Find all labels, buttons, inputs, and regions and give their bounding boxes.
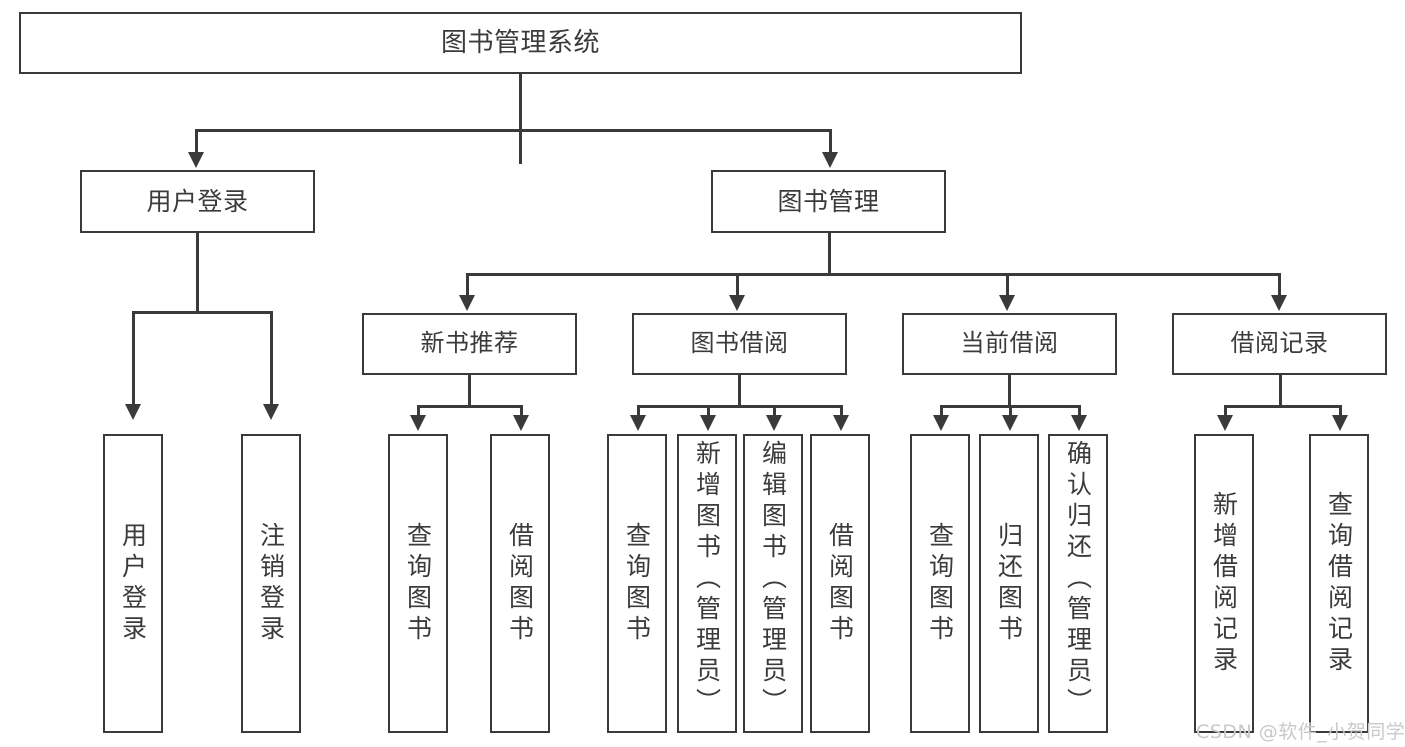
connector-new-book-leaf2 <box>520 405 523 419</box>
connector-currentborrow-leaf1 <box>940 405 943 419</box>
node-borrow-record[interactable]: 借阅记录 <box>1172 313 1387 375</box>
arrowhead-borrowrecord-leaf1 <box>1217 415 1233 431</box>
leaf-newbook-borrow-book[interactable]: 借阅图书 <box>490 434 550 733</box>
arrowhead-bookborrow-leaf1 <box>630 415 646 431</box>
node-label: 图书借阅 <box>690 329 789 358</box>
arrowhead-book-borrow <box>729 295 745 311</box>
connector-bookborrow-leaf1 <box>637 405 640 419</box>
connector-bookborrow-leaf2 <box>707 405 710 419</box>
arrowhead-newbook-leaf1 <box>410 415 426 431</box>
arrowhead-bookborrow-leaf4 <box>833 415 849 431</box>
arrowhead-new-book <box>459 295 475 311</box>
connector-user-login-leaf2 <box>270 311 273 407</box>
leaf-bookborrow-add-book-admin[interactable]: 新增图书（管理员） <box>677 434 737 733</box>
leaf-logout[interactable]: 注销登录 <box>241 434 301 733</box>
connector-borrow-record-stem <box>1279 375 1282 407</box>
node-label: 注销登录 <box>256 521 286 646</box>
node-current-borrow[interactable]: 当前借阅 <box>902 313 1117 375</box>
node-label: 查询图书 <box>622 521 652 646</box>
node-label: 当前借阅 <box>960 329 1059 358</box>
node-label: 用户登录 <box>118 521 148 646</box>
node-label: 新增图书（管理员） <box>692 440 722 719</box>
arrowhead-borrowrecord-leaf2 <box>1332 415 1348 431</box>
connector-user-login-leaf1 <box>132 311 135 407</box>
arrowhead-leaf-user-login <box>125 404 141 420</box>
arrowhead-leaf-logout <box>263 404 279 420</box>
node-label: 查询图书 <box>403 521 433 646</box>
leaf-borrowrecord-add-record[interactable]: 新增借阅记录 <box>1194 434 1254 733</box>
connector-to-book-borrow <box>736 273 739 298</box>
connector-root-stem <box>519 74 522 164</box>
node-label: 归还图书 <box>994 521 1024 646</box>
csdn-watermark: CSDN @软件_小贺同学 <box>1196 721 1405 743</box>
node-label: 用户登录 <box>146 187 249 216</box>
leaf-bookborrow-query-book[interactable]: 查询图书 <box>607 434 667 733</box>
leaf-currentborrow-confirm-return-admin[interactable]: 确认归还（管理员） <box>1048 434 1108 733</box>
connector-bookborrow-leaf4 <box>840 405 843 419</box>
node-book-management[interactable]: 图书管理 <box>711 170 946 233</box>
connector-currentborrow-leaf2 <box>1009 405 1012 419</box>
connector-to-current-borrow <box>1006 273 1009 298</box>
connector-to-new-book <box>466 273 469 298</box>
connector-user-login-stem <box>196 233 199 313</box>
connector-user-login-bus <box>132 311 272 314</box>
node-label: 图书管理系统 <box>440 27 600 58</box>
connector-borrow-record-bus <box>1224 405 1341 408</box>
leaf-currentborrow-query-book[interactable]: 查询图书 <box>910 434 970 733</box>
node-label: 编辑图书（管理员） <box>758 440 788 719</box>
leaf-bookborrow-borrow-book[interactable]: 借阅图书 <box>810 434 870 733</box>
node-label: 借阅记录 <box>1230 329 1329 358</box>
connector-to-borrow-record <box>1278 273 1281 298</box>
connector-new-book-stem <box>468 375 471 407</box>
arrowhead-currentborrow-leaf1 <box>933 415 949 431</box>
leaf-borrowrecord-query-record[interactable]: 查询借阅记录 <box>1309 434 1369 733</box>
connector-book-borrow-bus <box>637 405 842 408</box>
node-root-book-management-system[interactable]: 图书管理系统 <box>19 12 1022 74</box>
node-label: 图书管理 <box>777 187 880 216</box>
node-book-borrow[interactable]: 图书借阅 <box>632 313 847 375</box>
node-label: 新增借阅记录 <box>1209 490 1239 677</box>
connector-book-borrow-stem <box>738 375 741 407</box>
leaf-bookborrow-edit-book-admin[interactable]: 编辑图书（管理员） <box>743 434 803 733</box>
arrowhead-bookborrow-leaf2 <box>700 415 716 431</box>
connector-root-to-user-login <box>195 129 198 157</box>
connector-book-manage-stem <box>828 233 831 275</box>
arrowhead-current-borrow <box>999 295 1015 311</box>
node-new-book-recommend[interactable]: 新书推荐 <box>362 313 577 375</box>
connector-book-manage-bus <box>466 273 1280 276</box>
node-label: 确认归还（管理员） <box>1063 440 1093 719</box>
leaf-user-login[interactable]: 用户登录 <box>103 434 163 733</box>
node-label: 借阅图书 <box>825 521 855 646</box>
leaf-currentborrow-return-book[interactable]: 归还图书 <box>979 434 1039 733</box>
arrowhead-borrow-record <box>1271 295 1287 311</box>
connector-new-book-bus <box>417 405 522 408</box>
arrowhead-user-login <box>188 152 204 168</box>
arrowhead-bookborrow-leaf3 <box>766 415 782 431</box>
connector-new-book-leaf1 <box>417 405 420 419</box>
arrowhead-currentborrow-leaf3 <box>1071 415 1087 431</box>
node-label: 借阅图书 <box>505 521 535 646</box>
leaf-newbook-query-book[interactable]: 查询图书 <box>388 434 448 733</box>
node-label: 查询图书 <box>925 521 955 646</box>
arrowhead-currentborrow-leaf2 <box>1002 415 1018 431</box>
connector-borrowrecord-leaf2 <box>1339 405 1342 419</box>
node-user-login[interactable]: 用户登录 <box>80 170 315 233</box>
arrowhead-book-manage <box>822 152 838 168</box>
arrowhead-newbook-leaf2 <box>513 415 529 431</box>
connector-current-borrow-stem <box>1008 375 1011 407</box>
connector-borrowrecord-leaf1 <box>1224 405 1227 419</box>
connector-currentborrow-leaf3 <box>1078 405 1081 419</box>
connector-root-bus <box>195 129 831 132</box>
connector-bookborrow-leaf3 <box>773 405 776 419</box>
node-label: 新书推荐 <box>420 329 519 358</box>
node-label: 查询借阅记录 <box>1324 490 1354 677</box>
connector-root-to-book-manage <box>829 129 832 157</box>
